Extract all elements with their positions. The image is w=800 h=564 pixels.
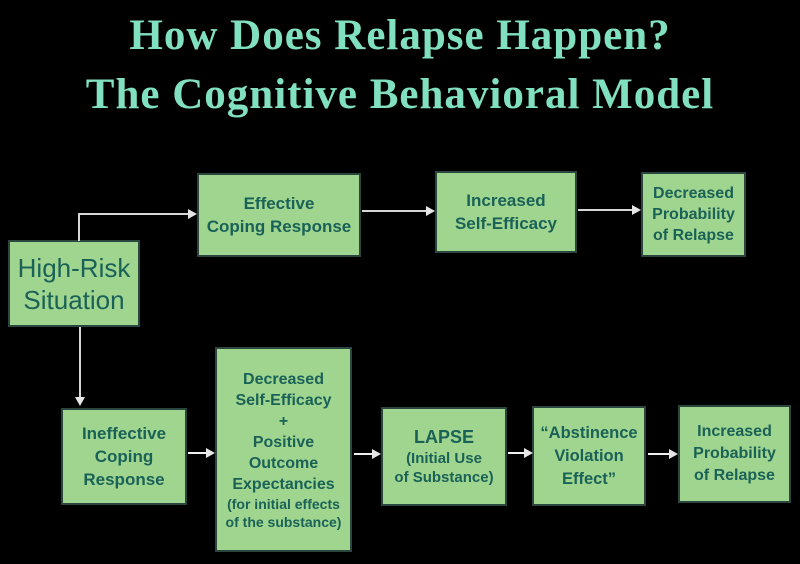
arrow-segment: [578, 209, 633, 211]
title-line-2: The Cognitive Behavioral Model: [85, 71, 715, 118]
box-line: Ineffective: [81, 424, 167, 443]
box-effective-coping-response: Effective Coping Response: [197, 173, 361, 257]
arrow-segment: [79, 327, 81, 398]
box-line: Positive: [252, 433, 315, 451]
arrowhead-right-icon: [632, 205, 641, 215]
box-line: Self-Efficacy: [235, 391, 332, 409]
box-line: Coping: [94, 447, 154, 466]
arrowhead-right-icon: [669, 449, 678, 459]
box-line: LAPSE: [413, 427, 474, 447]
arrowhead-right-icon: [426, 206, 435, 216]
box-line: High-Risk: [17, 252, 131, 283]
arrow-segment: [78, 213, 188, 215]
arrowhead-right-icon: [206, 448, 215, 458]
arrowhead-right-icon: [188, 209, 197, 219]
box-line: Effective: [243, 194, 315, 213]
box-line: Outcome: [248, 454, 319, 472]
box-ineffective-coping-response: Ineffective Coping Response: [61, 408, 187, 505]
box-line: +: [278, 412, 289, 430]
box-high-risk-situation: High-Risk Situation: [8, 240, 140, 327]
box-increased-self-efficacy: Increased Self-Efficacy: [435, 171, 577, 253]
box-line: Decreased: [653, 185, 734, 202]
box-line: Coping Response: [206, 217, 352, 236]
box-subline: (Initial Use: [406, 450, 482, 467]
box-line: Expectancies: [232, 475, 335, 493]
box-line: Response: [83, 470, 165, 489]
box-line: “Abstinence: [540, 423, 638, 442]
box-subline: of Substance): [394, 469, 494, 486]
arrowhead-right-icon: [524, 448, 533, 458]
box-line: Increased: [466, 191, 546, 210]
arrowhead-down-icon: [75, 397, 85, 406]
arrow-segment: [362, 210, 427, 212]
box-subline: (for initial effects: [227, 495, 340, 512]
box-line: Effect”: [561, 469, 617, 488]
box-line: of Relapse: [694, 467, 775, 484]
arrow-segment: [188, 452, 207, 454]
box-line: Situation: [23, 284, 125, 315]
box-lapse: LAPSE (Initial Use of Substance): [381, 407, 507, 506]
box-line: Probability: [693, 445, 776, 462]
box-line: Violation: [554, 446, 624, 465]
box-line: of Relapse: [653, 227, 734, 244]
slide-title: How Does Relapse Happen? The Cognitive B…: [0, 6, 800, 124]
box-line: Probability: [652, 206, 735, 223]
box-line: Decreased: [243, 370, 324, 388]
arrow-segment: [78, 213, 80, 241]
title-line-1: How Does Relapse Happen?: [129, 12, 671, 59]
arrow-segment: [508, 452, 525, 454]
arrow-segment: [648, 453, 670, 455]
box-decreased-self-efficacy-expectancies: Decreased Self-Efficacy + Positive Outco…: [215, 347, 352, 552]
box-increased-probability-of-relapse: Increased Probability of Relapse: [678, 405, 791, 503]
box-decreased-probability-of-relapse: Decreased Probability of Relapse: [641, 172, 746, 257]
box-abstinence-violation-effect: “Abstinence Violation Effect”: [532, 406, 646, 506]
box-subline: of the substance): [225, 513, 342, 530]
arrow-segment: [354, 453, 373, 455]
box-line: Self-Efficacy: [454, 214, 558, 233]
box-line: Increased: [697, 423, 772, 440]
arrowhead-right-icon: [372, 449, 381, 459]
